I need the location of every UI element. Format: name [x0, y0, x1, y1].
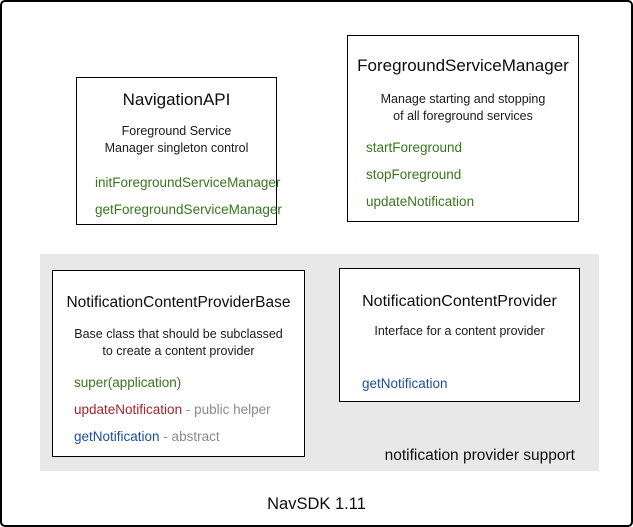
method-item: stopForeground — [366, 167, 578, 183]
method-list: startForeground stopForeground updateNot… — [366, 140, 578, 210]
class-box-navigation-api: NavigationAPI Foreground Service Manager… — [76, 77, 282, 225]
method-name: getNotification — [74, 429, 160, 444]
method-name: initForegroundServiceManager — [95, 175, 281, 190]
class-description: Base class that should be subclassed to … — [53, 326, 304, 360]
method-item: super(application) — [74, 375, 304, 391]
diagram-caption: NavSDK 1.11 — [267, 495, 366, 513]
class-box-notification-content-provider-base: NotificationContentProviderBase Base cla… — [52, 270, 305, 457]
method-item: updateNotification — [366, 194, 578, 210]
group-label: notification provider support — [384, 447, 575, 464]
class-description-line: Interface for a content provider — [374, 324, 545, 338]
class-description-line: Manage starting and stopping — [380, 92, 546, 106]
method-list: getNotification — [362, 376, 579, 392]
class-description: Interface for a content provider — [340, 323, 579, 340]
method-name: stopForeground — [366, 167, 462, 182]
class-box-foreground-service-manager: ForegroundServiceManager Manage starting… — [347, 35, 579, 222]
class-title: NotificationContentProvider — [362, 293, 557, 310]
class-description-line: Manager singleton control — [104, 141, 249, 155]
class-description: Foreground Service Manager singleton con… — [77, 123, 276, 157]
method-item: startForeground — [366, 140, 578, 156]
method-name: updateNotification — [366, 194, 475, 209]
method-item: getNotification - abstract — [74, 429, 304, 445]
class-description-line: to create a content provider — [102, 344, 255, 358]
method-name: super(application) — [74, 375, 182, 390]
method-list: initForegroundServiceManager getForegrou… — [95, 175, 282, 218]
method-item: getNotification — [362, 376, 579, 392]
method-name: startForeground — [366, 140, 463, 155]
method-item: initForegroundServiceManager — [95, 175, 280, 191]
class-description: Manage starting and stopping of all fore… — [348, 91, 578, 125]
class-title: ForegroundServiceManager — [357, 56, 569, 75]
class-title: NavigationAPI — [122, 90, 231, 109]
class-description-line: Base class that should be subclassed — [74, 327, 283, 341]
method-item: updateNotification - public helper — [74, 402, 304, 418]
method-item: getForegroundServiceManager — [95, 202, 282, 218]
method-name: getNotification — [362, 376, 448, 391]
method-name: getForegroundServiceManager — [95, 202, 282, 217]
class-description-line: of all foreground services — [393, 109, 533, 123]
method-list: super(application) updateNotification - … — [74, 375, 304, 445]
method-name: updateNotification — [74, 402, 183, 417]
class-box-notification-content-provider: NotificationContentProvider Interface fo… — [339, 268, 580, 402]
method-suffix: - abstract — [159, 429, 220, 444]
class-title: NotificationContentProviderBase — [66, 294, 291, 311]
method-suffix: - public helper — [182, 402, 271, 417]
class-description-line: Foreground Service — [121, 124, 232, 138]
